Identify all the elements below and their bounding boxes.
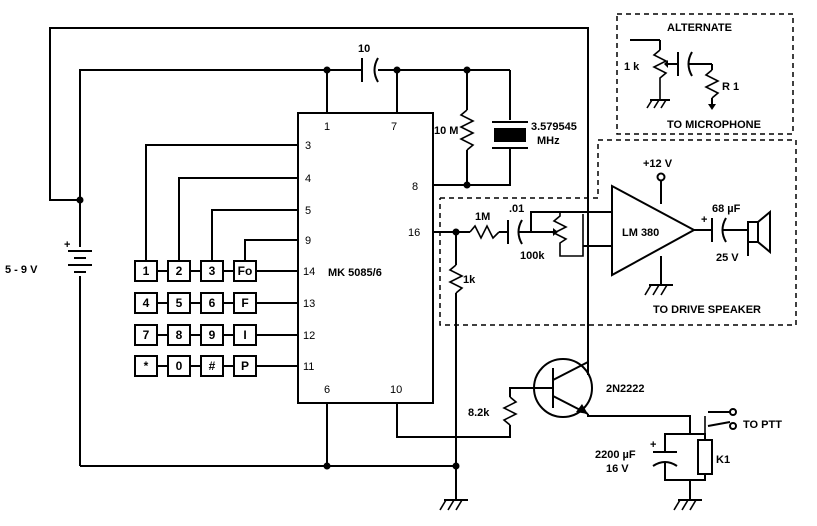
alt-res-1k-label: 1 k bbox=[624, 61, 640, 73]
ic-pin-5: 5 bbox=[305, 205, 311, 217]
ic-chip bbox=[297, 112, 434, 404]
amp-caption: TO DRIVE SPEAKER bbox=[653, 304, 761, 316]
keypad-key-label: 1 bbox=[143, 264, 150, 278]
keypad-key: 0 bbox=[167, 355, 191, 377]
keypad-key-box bbox=[233, 260, 257, 282]
ic-pin-14: 14 bbox=[303, 266, 315, 278]
supply-wire bbox=[49, 27, 589, 375]
keypad-key-label: 2 bbox=[176, 264, 183, 278]
keypad-key: 8 bbox=[167, 324, 191, 346]
keypad-key-label: I bbox=[243, 328, 246, 342]
battery-voltage-label: 5 - 9 V bbox=[5, 264, 38, 276]
keypad-key-label: 8 bbox=[176, 328, 183, 342]
ic-pin-6: 6 bbox=[324, 384, 330, 396]
keypad-key-label: 3 bbox=[209, 264, 216, 278]
keypad-key: 2 bbox=[167, 260, 191, 282]
lm380-amplifier bbox=[611, 172, 771, 296]
ic-part-label: MK 5085/6 bbox=[328, 267, 382, 279]
amp-supply-label: +12 V bbox=[643, 158, 673, 170]
keypad-key: 5 bbox=[167, 292, 191, 314]
keypad-wiring bbox=[145, 144, 298, 367]
relay-output-label: TO PTT bbox=[743, 419, 782, 431]
res-1k-label: 1k bbox=[463, 274, 476, 286]
res-82k-label: 8.2k bbox=[468, 407, 490, 419]
alternate-caption: TO MICROPHONE bbox=[667, 119, 761, 131]
keypad-key: 3 bbox=[200, 260, 224, 282]
cap-relay-label: 2200 µF bbox=[595, 449, 636, 461]
keypad-key: * bbox=[134, 355, 158, 377]
keypad-key: 7 bbox=[134, 324, 158, 346]
alt-res-r1-label: R 1 bbox=[722, 81, 739, 93]
keypad-key: Fo bbox=[233, 260, 257, 282]
cap-out-voltage: 25 V bbox=[716, 252, 739, 264]
battery-plus: + bbox=[64, 239, 70, 251]
relay-k1 bbox=[652, 408, 737, 511]
ic-pin-4: 4 bbox=[305, 173, 311, 185]
keypad-key: 4 bbox=[134, 292, 158, 314]
cap-relay-plus: + bbox=[650, 439, 656, 451]
oscillator-network bbox=[76, 66, 528, 204]
ic-pin-13: 13 bbox=[303, 298, 315, 310]
cap-out-label: 68 µF bbox=[712, 203, 741, 215]
keypad-key: I bbox=[233, 324, 257, 346]
keypad-key-label: 7 bbox=[143, 328, 150, 342]
relay-label: K1 bbox=[716, 454, 730, 466]
keypad-key-box bbox=[233, 355, 257, 377]
ic-pin-1: 1 bbox=[324, 121, 330, 133]
keypad-key: 6 bbox=[200, 292, 224, 314]
cap-01-label: .01 bbox=[509, 203, 524, 215]
cap-10-label: 10 bbox=[358, 43, 370, 55]
ic-pin-7: 7 bbox=[391, 121, 397, 133]
cap-out-plus: + bbox=[701, 214, 707, 226]
keypad-key-label: 4 bbox=[143, 296, 150, 310]
transistor-label: 2N2222 bbox=[606, 383, 645, 395]
keypad: 1 2 3 Fo 4 5 6 F 7 8 9 I * 0 # P bbox=[134, 260, 257, 377]
ic-pin-10: 10 bbox=[390, 384, 402, 396]
keypad-key: 1 bbox=[134, 260, 158, 282]
alternate-title: ALTERNATE bbox=[667, 22, 732, 34]
keypad-key-label: 5 bbox=[176, 296, 183, 310]
keypad-key-label: # bbox=[209, 359, 216, 373]
keypad-key: P bbox=[233, 355, 257, 377]
keypad-key-label: 0 bbox=[176, 359, 183, 373]
keypad-key-label: Fo bbox=[238, 264, 253, 278]
cap-relay-voltage: 16 V bbox=[606, 463, 629, 475]
keypad-key-label: * bbox=[144, 359, 149, 373]
crystal-freq-label: 3.579545 bbox=[531, 121, 577, 133]
amp-part-label: LM 380 bbox=[622, 227, 659, 239]
keypad-key: F bbox=[233, 292, 257, 314]
transistor-2n2222 bbox=[396, 358, 691, 438]
keypad-key: # bbox=[200, 355, 224, 377]
battery bbox=[68, 250, 92, 466]
ic-pin-16: 16 bbox=[408, 227, 420, 239]
ic-pin-11: 11 bbox=[303, 361, 314, 373]
keypad-key-label: 9 bbox=[209, 328, 216, 342]
keypad-key-label: F bbox=[241, 296, 248, 310]
ic-pin-9: 9 bbox=[305, 235, 311, 247]
res-10m-label: 10 M bbox=[434, 125, 458, 137]
ground-rail bbox=[80, 300, 468, 511]
keypad-key-box bbox=[233, 324, 257, 346]
keypad-key-label: P bbox=[241, 359, 249, 373]
keypad-key: 9 bbox=[200, 324, 224, 346]
amp-dashed-box bbox=[439, 139, 797, 326]
alternate-box bbox=[616, 13, 794, 135]
capacitor-10 bbox=[361, 57, 379, 83]
ic-pin-3: 3 bbox=[305, 140, 311, 152]
keypad-key-box bbox=[233, 292, 257, 314]
res-100k-label: 100k bbox=[520, 250, 545, 262]
res-1m-label: 1M bbox=[475, 211, 490, 223]
ic-pin-12: 12 bbox=[303, 330, 315, 342]
crystal-unit-label: MHz bbox=[537, 135, 560, 147]
keypad-key-label: 6 bbox=[209, 296, 216, 310]
ic-pin-8: 8 bbox=[412, 181, 418, 193]
audio-output-network bbox=[433, 211, 612, 300]
